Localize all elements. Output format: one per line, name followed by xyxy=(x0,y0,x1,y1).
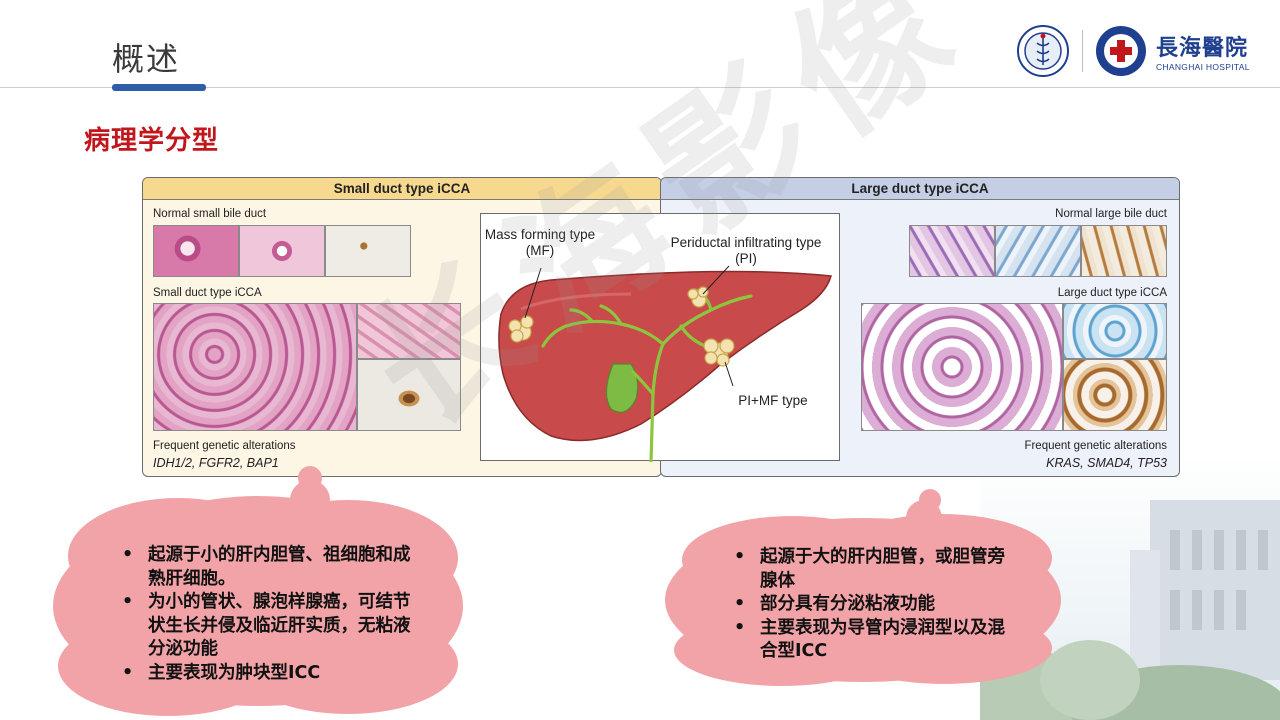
histology-image xyxy=(1081,225,1167,277)
list-item: 为小的管状、腺泡样腺癌，可结节状生长并侵及临近肝实质，无粘液分泌功能 xyxy=(120,591,420,662)
list-item: 主要表现为肿块型ICC xyxy=(120,662,420,686)
list-item: 主要表现为导管内浸润型以及混合型ICC xyxy=(732,617,1012,664)
small-duct-genetic-label: Frequent genetic alterations xyxy=(153,440,296,452)
normal-large-duct-label: Normal large bile duct xyxy=(1055,208,1167,220)
slide-title: 概述 xyxy=(112,40,181,78)
title-divider xyxy=(0,87,1280,88)
large-duct-genetic-label: Frequent genetic alterations xyxy=(1024,440,1167,452)
title-accent-bar xyxy=(112,84,206,91)
liver-diagram-box xyxy=(480,213,840,462)
section-heading: 病理学分型 xyxy=(84,126,220,156)
pi-mf-label: PI+MF type xyxy=(738,393,808,408)
logos-group xyxy=(1017,25,1146,77)
left-thought-cloud: 起源于小的肝内胆管、祖细胞和成熟肝细胞。 为小的管状、腺泡样腺癌，可结节状生长并… xyxy=(48,466,468,718)
icca-classification-figure: Small duct type iCCA Normal small bile d… xyxy=(142,177,1180,477)
histology-image xyxy=(357,359,461,431)
normal-small-duct-label: Normal small bile duct xyxy=(153,208,267,220)
histology-image xyxy=(153,225,239,277)
histology-image xyxy=(153,303,357,431)
histology-image xyxy=(1063,359,1167,431)
histology-image xyxy=(861,303,1063,431)
large-duct-tumor-label: Large duct type iCCA xyxy=(1057,287,1167,299)
large-duct-genes: KRAS, SMAD4, TP53 xyxy=(1046,456,1167,470)
histology-image xyxy=(239,225,325,277)
large-duct-panel-header: Large duct type iCCA xyxy=(661,178,1179,200)
histology-image xyxy=(1063,303,1167,359)
liver-illustration-icon xyxy=(498,265,832,462)
logo-divider xyxy=(1082,30,1083,72)
histology-image xyxy=(357,303,461,359)
list-item: 起源于大的肝内胆管，或胆管旁腺体 xyxy=(732,546,1012,593)
list-item: 部分具有分泌粘液功能 xyxy=(732,593,1012,617)
mass-forming-label: Mass forming type (MF) xyxy=(484,227,596,258)
periductal-infiltrating-label: Periductal infiltrating type (PI) xyxy=(670,235,822,266)
histology-image xyxy=(909,225,995,277)
small-duct-panel-header: Small duct type iCCA xyxy=(143,178,661,200)
left-cloud-list: 起源于小的肝内胆管、祖细胞和成熟肝细胞。 为小的管状、腺泡样腺癌，可结节状生长并… xyxy=(120,544,420,685)
right-cloud-list: 起源于大的肝内胆管，或胆管旁腺体 部分具有分泌粘液功能 主要表现为导管内浸润型以… xyxy=(732,546,1012,664)
university-emblem-icon xyxy=(1017,25,1069,77)
small-duct-genes: IDH1/2, FGFR2, BAP1 xyxy=(153,456,279,470)
right-thought-cloud: 起源于大的肝内胆管，或胆管旁腺体 部分具有分泌粘液功能 主要表现为导管内浸润型以… xyxy=(662,488,1064,688)
small-duct-tumor-label: Small duct type iCCA xyxy=(153,287,262,299)
hospital-name-english: CHANGHAI HOSPITAL xyxy=(1156,62,1250,72)
histology-image xyxy=(995,225,1081,277)
histology-image xyxy=(325,225,411,277)
hospital-emblem-icon xyxy=(1096,26,1146,76)
list-item: 起源于小的肝内胆管、祖细胞和成熟肝细胞。 xyxy=(120,544,420,591)
hospital-name-chinese: 長海醫院 xyxy=(1156,35,1249,61)
